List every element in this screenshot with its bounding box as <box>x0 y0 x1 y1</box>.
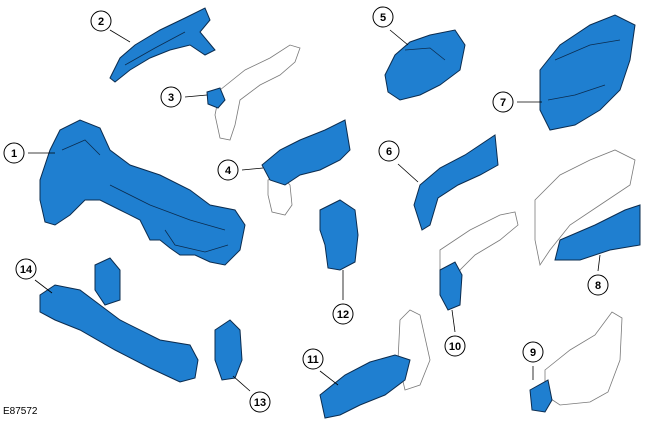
leader-line-6 <box>397 163 419 183</box>
callout-number: 11 <box>307 354 319 366</box>
callout-14: 14 <box>15 258 37 280</box>
leader-line-14 <box>34 279 53 294</box>
leader-line-10 <box>451 309 456 333</box>
callout-10: 10 <box>444 335 466 357</box>
figure-id: E87572 <box>3 406 38 417</box>
callout-circle <box>332 303 354 325</box>
callout-11: 11 <box>302 348 324 370</box>
callout-number: 5 <box>380 12 386 24</box>
callout-4: 4 <box>217 159 239 181</box>
part-14-bumper-beam <box>39 257 199 383</box>
callout-13: 13 <box>249 391 271 413</box>
callout-number: 3 <box>168 92 174 104</box>
callout-number: 10 <box>449 341 461 353</box>
callout-number: 1 <box>11 148 17 160</box>
callout-number: 13 <box>254 397 266 409</box>
leader-line-3 <box>184 94 208 98</box>
callout-3: 3 <box>160 86 182 108</box>
part-10-inner-panel <box>439 211 519 311</box>
callout-number: 9 <box>530 347 536 359</box>
part-6-apron-reinforcement <box>413 134 499 231</box>
callout-circle <box>302 348 324 370</box>
callout-circle <box>90 10 112 32</box>
callout-1: 1 <box>3 142 25 164</box>
callout-number: 12 <box>337 309 349 321</box>
callout-9: 9 <box>522 341 544 363</box>
part-7-wheelhouse-assembly <box>539 14 636 131</box>
callout-number: 7 <box>500 97 506 109</box>
callout-circle <box>444 335 466 357</box>
callout-circle <box>587 274 609 296</box>
part-4-headlamp-support <box>261 119 351 216</box>
leader-line-2 <box>109 29 131 43</box>
callout-number: 2 <box>98 16 104 28</box>
callout-number: 4 <box>225 165 232 177</box>
callout-7: 7 <box>492 91 514 113</box>
callout-circle <box>249 391 271 413</box>
leader-line-13 <box>232 375 251 392</box>
callout-circle <box>217 159 239 181</box>
leader-line-5 <box>389 29 409 46</box>
part-8-side-member-assembly <box>534 149 641 267</box>
callout-number: 6 <box>386 146 392 158</box>
part-11-lower-sill <box>319 309 431 419</box>
callout-circle <box>372 6 394 28</box>
part-3-inner-panel <box>206 44 301 141</box>
callout-6: 6 <box>378 140 400 162</box>
leader-lines <box>28 29 601 392</box>
callout-5: 5 <box>372 6 394 28</box>
callout-circle <box>15 258 37 280</box>
part-12-bracket <box>319 199 359 271</box>
callout-number: 14 <box>20 264 33 276</box>
part-13-tow-bracket <box>214 319 243 381</box>
callout-number: 8 <box>595 280 601 292</box>
part-5-strut-tower-housing <box>384 29 466 101</box>
leader-line-4 <box>241 167 264 171</box>
part-1-front-end-carrier <box>39 119 246 266</box>
callout-circle <box>378 140 400 162</box>
part-2-upper-apron-reinforcement <box>109 7 216 83</box>
callout-circle <box>492 91 514 113</box>
leader-line-11 <box>319 370 339 386</box>
callout-8: 8 <box>587 274 609 296</box>
callout-circle <box>160 86 182 108</box>
callout-circle <box>522 341 544 363</box>
callout-circle <box>3 142 25 164</box>
part-9-rear-sill <box>529 311 623 413</box>
callout-12: 12 <box>332 303 354 325</box>
callout-2: 2 <box>90 10 112 32</box>
leader-line-8 <box>597 254 601 272</box>
